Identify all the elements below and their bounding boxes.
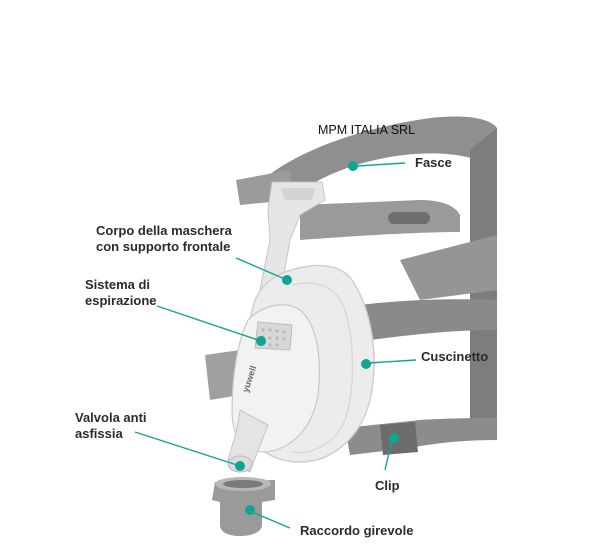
- label-valvola-line1: Valvola anti: [75, 410, 147, 425]
- leader-lines: [134, 162, 417, 529]
- label-clip: Clip: [375, 478, 400, 493]
- marker-dot-fasce: [348, 161, 358, 171]
- leader-raccordo: [251, 511, 291, 529]
- marker-dot-sistema: [256, 336, 266, 346]
- label-sistema-espirazione: Sistema di espirazione: [85, 277, 157, 309]
- leader-clip: [384, 439, 393, 471]
- headgear-straps: [205, 116, 497, 455]
- label-cuscinetto: Cuscinetto: [421, 349, 489, 364]
- label-corpo-line1: Corpo della maschera: [96, 223, 232, 238]
- marker-dot-clip: [389, 433, 399, 443]
- label-corpo-maschera: Corpo della maschera con supporto fronta…: [96, 223, 232, 255]
- leader-sistema: [156, 305, 259, 341]
- leader-valvola: [134, 431, 238, 466]
- marker-dot-raccordo: [245, 505, 255, 515]
- swivel-connector: [212, 477, 275, 536]
- label-fasce: Fasce: [415, 155, 452, 170]
- marker-dots: [235, 161, 399, 515]
- marker-dot-valvola: [235, 461, 245, 471]
- leader-cuscinetto: [367, 359, 417, 364]
- label-sistema-line1: Sistema di: [85, 277, 151, 292]
- label-sistema-line2: espirazione: [85, 293, 157, 308]
- brand-text: MPM ITALIA SRL: [318, 123, 416, 137]
- label-valvola-line2: asfissia: [75, 426, 123, 441]
- label-valvola-anti-asfissia: Valvola anti asfissia: [75, 410, 147, 442]
- leader-corpo: [235, 257, 286, 280]
- leader-fasce: [356, 162, 406, 167]
- marker-dot-cuscinetto: [361, 359, 371, 369]
- mask-shell: [227, 304, 320, 473]
- label-raccordo-girevole: Raccordo girevole: [300, 523, 414, 538]
- label-corpo-line2: con supporto frontale: [96, 239, 231, 254]
- marker-dot-corpo: [282, 275, 292, 285]
